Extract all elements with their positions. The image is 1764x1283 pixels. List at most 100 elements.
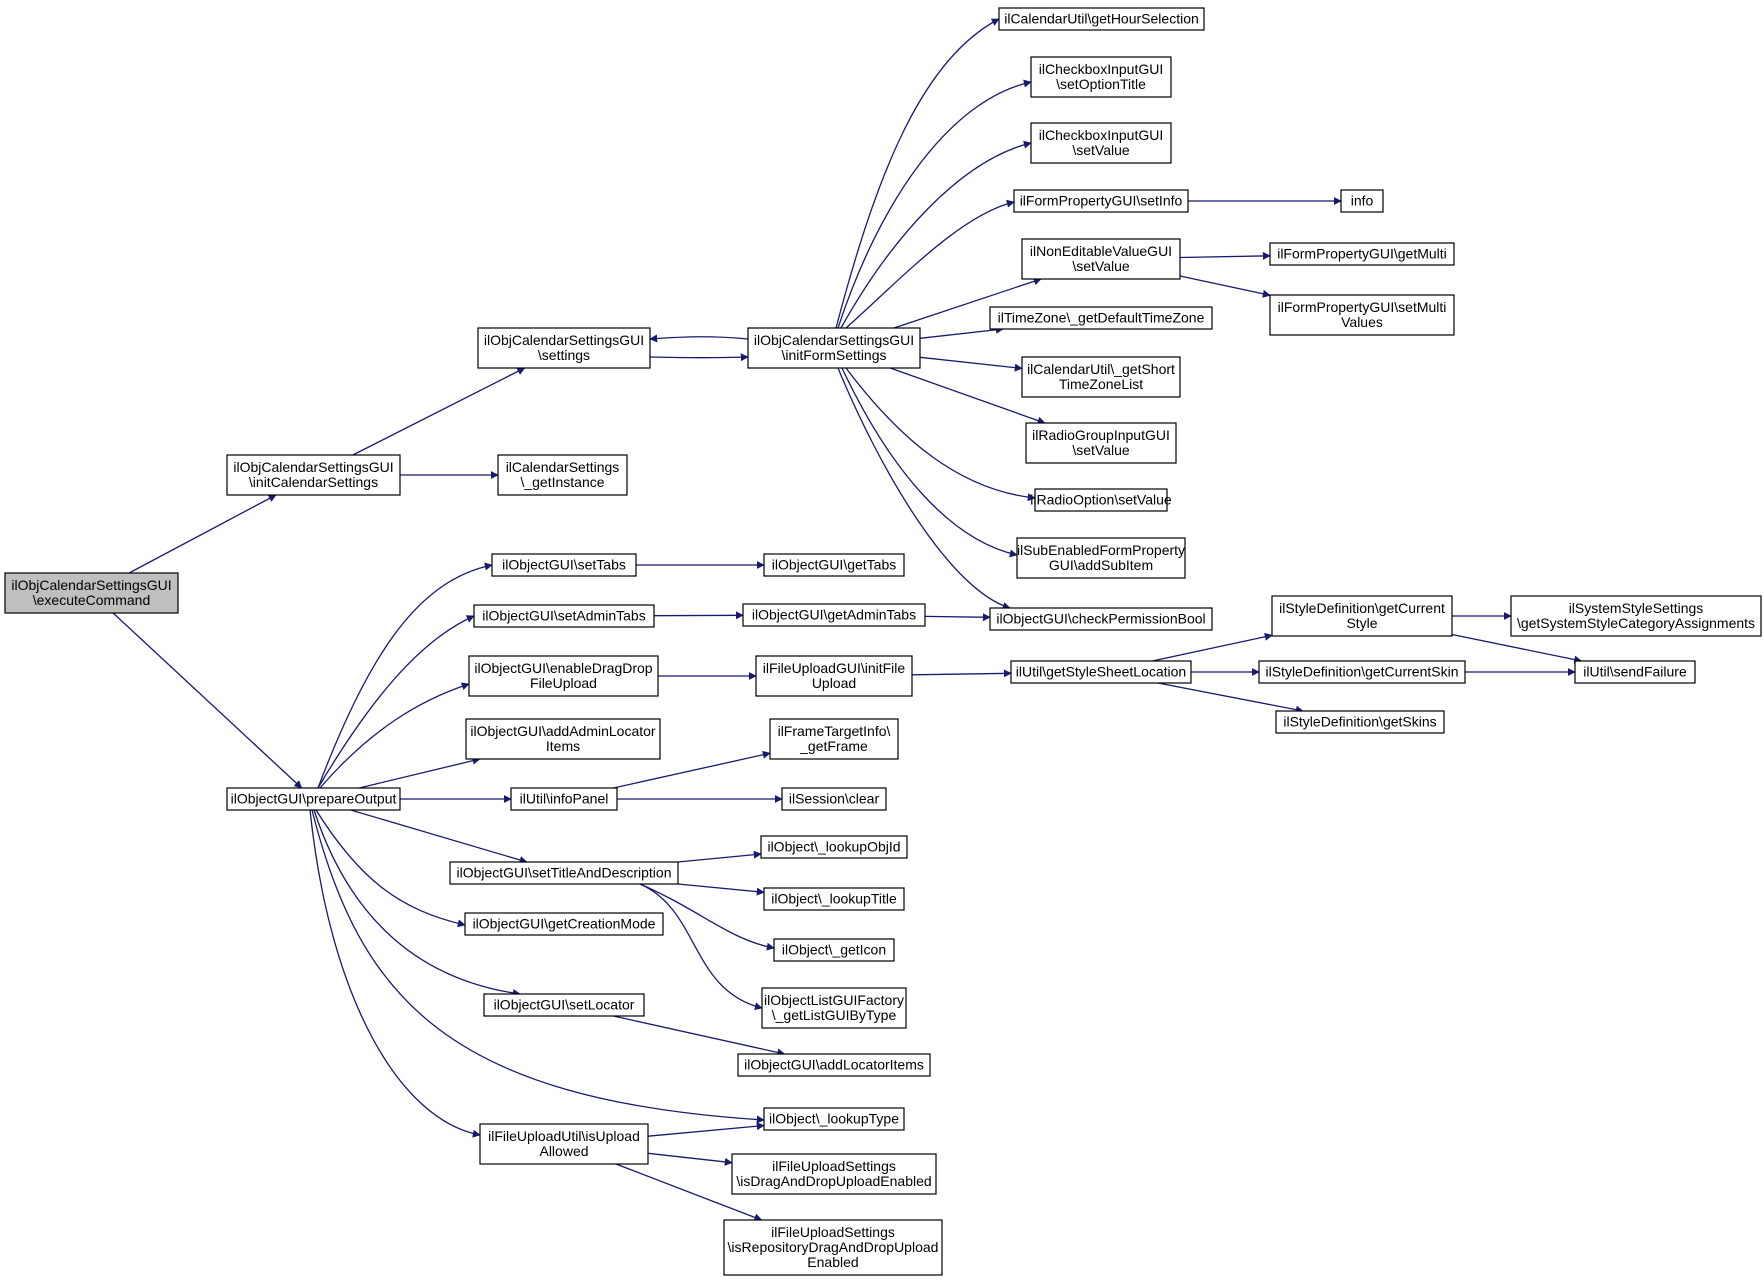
node-settings[interactable]: ilObjCalendarSettingsGUI\settings: [477, 327, 651, 369]
edge-initFormSettings-to-roSetValue: [845, 367, 1036, 502]
node-setOptionTitle[interactable]: ilCheckboxInputGUI\setOptionTitle: [1030, 56, 1172, 98]
node-prepareOutput[interactable]: ilObjectGUI\prepareOutput: [226, 787, 401, 811]
node-label-line: ilUtil\getStyleSheetLocation: [1016, 664, 1186, 680]
node-setTitleAndDescription[interactable]: ilObjectGUI\setTitleAndDescription: [449, 861, 679, 885]
node-nevSetValue[interactable]: ilNonEditableValueGUI\setValue: [1021, 238, 1181, 280]
node-label-line: ilStyleDefinition\getCurrentSkin: [1266, 664, 1459, 680]
node-label-line: ilUtil\sendFailure: [1583, 664, 1687, 680]
edge-initFormSettings-to-getShortTimeZoneList: [919, 356, 1023, 372]
node-getInstance[interactable]: ilCalendarSettings\_getInstance: [497, 454, 628, 496]
node-label-line: ilObject\_getIcon: [782, 942, 886, 958]
node-box: [449, 861, 679, 885]
node-getListGUIByType[interactable]: ilObjectListGUIFactory\_getListGUIByType: [761, 987, 907, 1029]
node-setInfo[interactable]: ilFormPropertyGUI\setInfo: [1013, 189, 1189, 213]
node-lookupTitle[interactable]: ilObject\_lookupTitle: [763, 887, 905, 911]
node-label-line: ilObject\_lookupTitle: [771, 891, 897, 907]
node-infoPanel[interactable]: ilUtil\infoPanel: [510, 787, 618, 811]
edge-getStyleSheetLocation-to-getCurrentStyle: [1152, 632, 1273, 662]
node-label-line: ilObject\_lookupObjId: [767, 839, 900, 855]
node-label-line: Allowed: [539, 1143, 588, 1159]
node-label-line: \setOptionTitle: [1056, 76, 1146, 92]
node-sendFailure[interactable]: ilUtil\sendFailure: [1574, 660, 1696, 684]
node-box: [1510, 595, 1762, 637]
node-initCalendarSettings[interactable]: ilObjCalendarSettingsGUI\initCalendarSet…: [226, 454, 401, 496]
node-roSetValue[interactable]: ilRadioOption\setValue: [1030, 488, 1172, 512]
node-getStyleSheetLocation[interactable]: ilUtil\getStyleSheetLocation: [1010, 660, 1192, 684]
node-lookupObjId[interactable]: ilObject\_lookupObjId: [760, 835, 908, 859]
node-box: [473, 604, 655, 628]
node-label-line: ilObjCalendarSettingsGUI: [11, 577, 171, 593]
node-getSkins[interactable]: ilStyleDefinition\getSkins: [1275, 710, 1445, 734]
node-label-line: ilStyleDefinition\getSkins: [1283, 714, 1436, 730]
node-rgSetValue[interactable]: ilRadioGroupInputGUI\setValue: [1025, 422, 1177, 464]
node-label-line: ilObjectGUI\addAdminLocator: [470, 723, 656, 739]
node-getCurrentSkin[interactable]: ilStyleDefinition\getCurrentSkin: [1258, 660, 1466, 684]
node-sessionClear[interactable]: ilSession\clear: [781, 787, 887, 811]
node-getIcon[interactable]: ilObject\_getIcon: [773, 938, 895, 962]
node-label-line: ilFileUploadUtil\isUpload: [488, 1128, 640, 1144]
node-label-line: \getSystemStyleCategoryAssignments: [1517, 615, 1755, 631]
node-cbSetValue[interactable]: ilCheckboxInputGUI\setValue: [1030, 122, 1172, 164]
node-box: [483, 993, 645, 1017]
node-getAdminTabs[interactable]: ilObjectGUI\getAdminTabs: [742, 603, 926, 627]
node-lookupType[interactable]: ilObject\_lookupType: [763, 1107, 905, 1131]
node-box: [1269, 242, 1455, 266]
node-box: [747, 327, 921, 369]
node-box: [773, 938, 895, 962]
edge-nevSetValue-to-getMulti: [1179, 251, 1271, 260]
node-getFrame[interactable]: ilFrameTargetInfo\_getFrame: [769, 718, 899, 760]
node-checkPermissionBool[interactable]: ilObjectGUI\checkPermissionBool: [989, 607, 1213, 631]
edge-initFormSettings-to-setOptionTitle: [837, 79, 1032, 329]
node-label-line: ilCalendarSettings: [506, 459, 620, 475]
node-label-line: ilNonEditableValueGUI: [1030, 243, 1172, 259]
node-getHourSelection[interactable]: ilCalendarUtil\getHourSelection: [998, 7, 1205, 31]
edge-initFileUpload-to-getStyleSheetLocation: [911, 669, 1012, 678]
node-info[interactable]: info: [1340, 189, 1384, 213]
node-box: [763, 887, 905, 911]
node-box: [479, 1123, 649, 1165]
node-box: [1258, 660, 1466, 684]
node-box: [1016, 537, 1186, 579]
node-label-line: ilObjectGUI\checkPermissionBool: [996, 611, 1205, 627]
edge-initFormSettings-to-addSubItem: [841, 367, 1018, 558]
edge-initFormSettings-to-getHourSelection: [835, 18, 1000, 329]
node-setLocator[interactable]: ilObjectGUI\setLocator: [483, 993, 645, 1017]
edge-prepareOutput-to-setTitleAndDescription: [350, 809, 528, 864]
node-getSystemStyleCat[interactable]: ilSystemStyleSettings\getSystemStyleCate…: [1510, 595, 1762, 637]
node-getMulti[interactable]: ilFormPropertyGUI\getMulti: [1269, 242, 1455, 266]
node-box: [731, 1153, 937, 1195]
node-isDragAndDropUploadEnabled[interactable]: ilFileUploadSettings\isDragAndDropUpload…: [731, 1153, 937, 1195]
edge-initCalendarSettings-to-settings: [352, 367, 526, 456]
function-nodes: ilObjCalendarSettingsGUI\executeCommandi…: [4, 7, 1762, 1276]
node-isRepositoryDragAndDrop[interactable]: ilFileUploadSettings\isRepositoryDragAnd…: [723, 1219, 943, 1276]
edge-getCurrentStyle-to-sendFailure: [1451, 633, 1583, 664]
node-getTabs[interactable]: ilObjectGUI\getTabs: [763, 553, 905, 577]
node-box: [755, 655, 913, 697]
edge-initFormSettings-to-nevSetValue: [893, 277, 1042, 329]
node-label-line: ilFormPropertyGUI\setInfo: [1020, 193, 1183, 209]
node-setAdminTabs[interactable]: ilObjectGUI\setAdminTabs: [473, 604, 655, 628]
edge-setTitleAndDescription-to-getIcon: [639, 883, 775, 951]
edge-prepareOutput-to-getCreationMode: [315, 809, 466, 928]
node-label-line: ilRadioGroupInputGUI: [1032, 427, 1170, 443]
node-label-line: \executeCommand: [33, 592, 151, 608]
node-label-line: ilFileUploadGUI\initFile: [763, 660, 906, 676]
node-getCreationMode[interactable]: ilObjectGUI\getCreationMode: [464, 912, 664, 936]
node-box: [769, 718, 899, 760]
node-box: [477, 327, 651, 369]
node-setTabs[interactable]: ilObjectGUI\setTabs: [491, 553, 637, 577]
node-addLocatorItems[interactable]: ilObjectGUI\addLocatorItems: [737, 1053, 931, 1077]
node-initFormSettings[interactable]: ilObjCalendarSettingsGUI\initFormSetting…: [747, 327, 921, 369]
edge-isUploadAllowed-to-lookupType: [647, 1122, 765, 1137]
node-executeCommand[interactable]: ilObjCalendarSettingsGUI\executeCommand: [4, 572, 179, 614]
node-getDefaultTimeZone[interactable]: ilTimeZone\_getDefaultTimeZone: [989, 306, 1213, 330]
node-label-line: ilObjectGUI\getCreationMode: [473, 916, 656, 932]
